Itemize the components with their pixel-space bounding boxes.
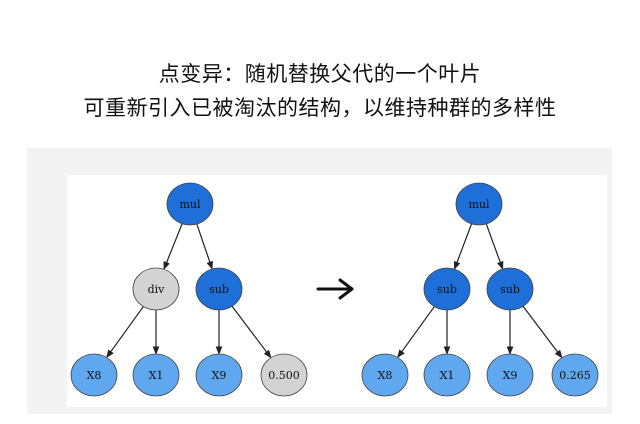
tree-edge <box>106 306 144 359</box>
node-ellipse <box>423 267 471 311</box>
node-label: div <box>148 283 166 296</box>
node-ellipse <box>132 353 180 397</box>
node-label: 0.500 <box>268 369 300 382</box>
node-label: X9 <box>503 369 518 382</box>
tree-edge <box>163 223 183 271</box>
tree-edge <box>196 223 213 270</box>
tree-node: X9 <box>486 353 534 397</box>
node-label: X1 <box>440 369 455 382</box>
node-label: X9 <box>212 369 227 382</box>
node-ellipse <box>132 267 180 311</box>
node-label: X8 <box>378 369 393 382</box>
node-ellipse <box>195 267 243 311</box>
node-label: mul <box>179 198 201 211</box>
node-label: sub <box>209 283 229 296</box>
node-ellipse <box>423 353 471 397</box>
tree-node: sub <box>423 267 471 311</box>
node-ellipse <box>260 353 308 397</box>
node-label: mul <box>468 198 490 211</box>
transform-arrow-icon <box>316 278 354 300</box>
node-ellipse <box>455 182 503 226</box>
node-ellipse <box>486 353 534 397</box>
node-ellipse <box>551 353 599 397</box>
tree-node: sub <box>486 267 534 311</box>
node-ellipse <box>361 353 409 397</box>
tree-node: X8 <box>70 353 118 397</box>
tree-node: X9 <box>195 353 243 397</box>
node-ellipse <box>70 353 118 397</box>
node-label: 0.265 <box>559 369 591 382</box>
tree-node: X1 <box>423 353 471 397</box>
tree-edge <box>231 305 272 359</box>
node-label: X8 <box>87 369 102 382</box>
node-ellipse <box>166 182 214 226</box>
node-label: X1 <box>149 369 164 382</box>
tree-node: div <box>132 267 180 311</box>
tree-edge <box>522 305 563 359</box>
tree-node: X8 <box>361 353 409 397</box>
caption-line-2: 可重新引入已被淘汰的结构，以维持种群的多样性 <box>83 96 557 120</box>
tree-node: X1 <box>132 353 180 397</box>
tree-node: sub <box>195 267 243 311</box>
tree-edge <box>485 223 504 270</box>
node-label: sub <box>500 283 520 296</box>
tree-edge <box>453 223 473 270</box>
node-ellipse <box>486 267 534 311</box>
tree-node: mul <box>166 182 214 226</box>
node-ellipse <box>195 353 243 397</box>
tree-edge <box>397 306 435 359</box>
tree-node: 0.500 <box>260 353 308 397</box>
tree-node: mul <box>455 182 503 226</box>
tree-node: 0.265 <box>551 353 599 397</box>
caption-line-1: 点变异：随机替换父代的一个叶片 <box>158 62 482 86</box>
node-label: sub <box>437 283 457 296</box>
